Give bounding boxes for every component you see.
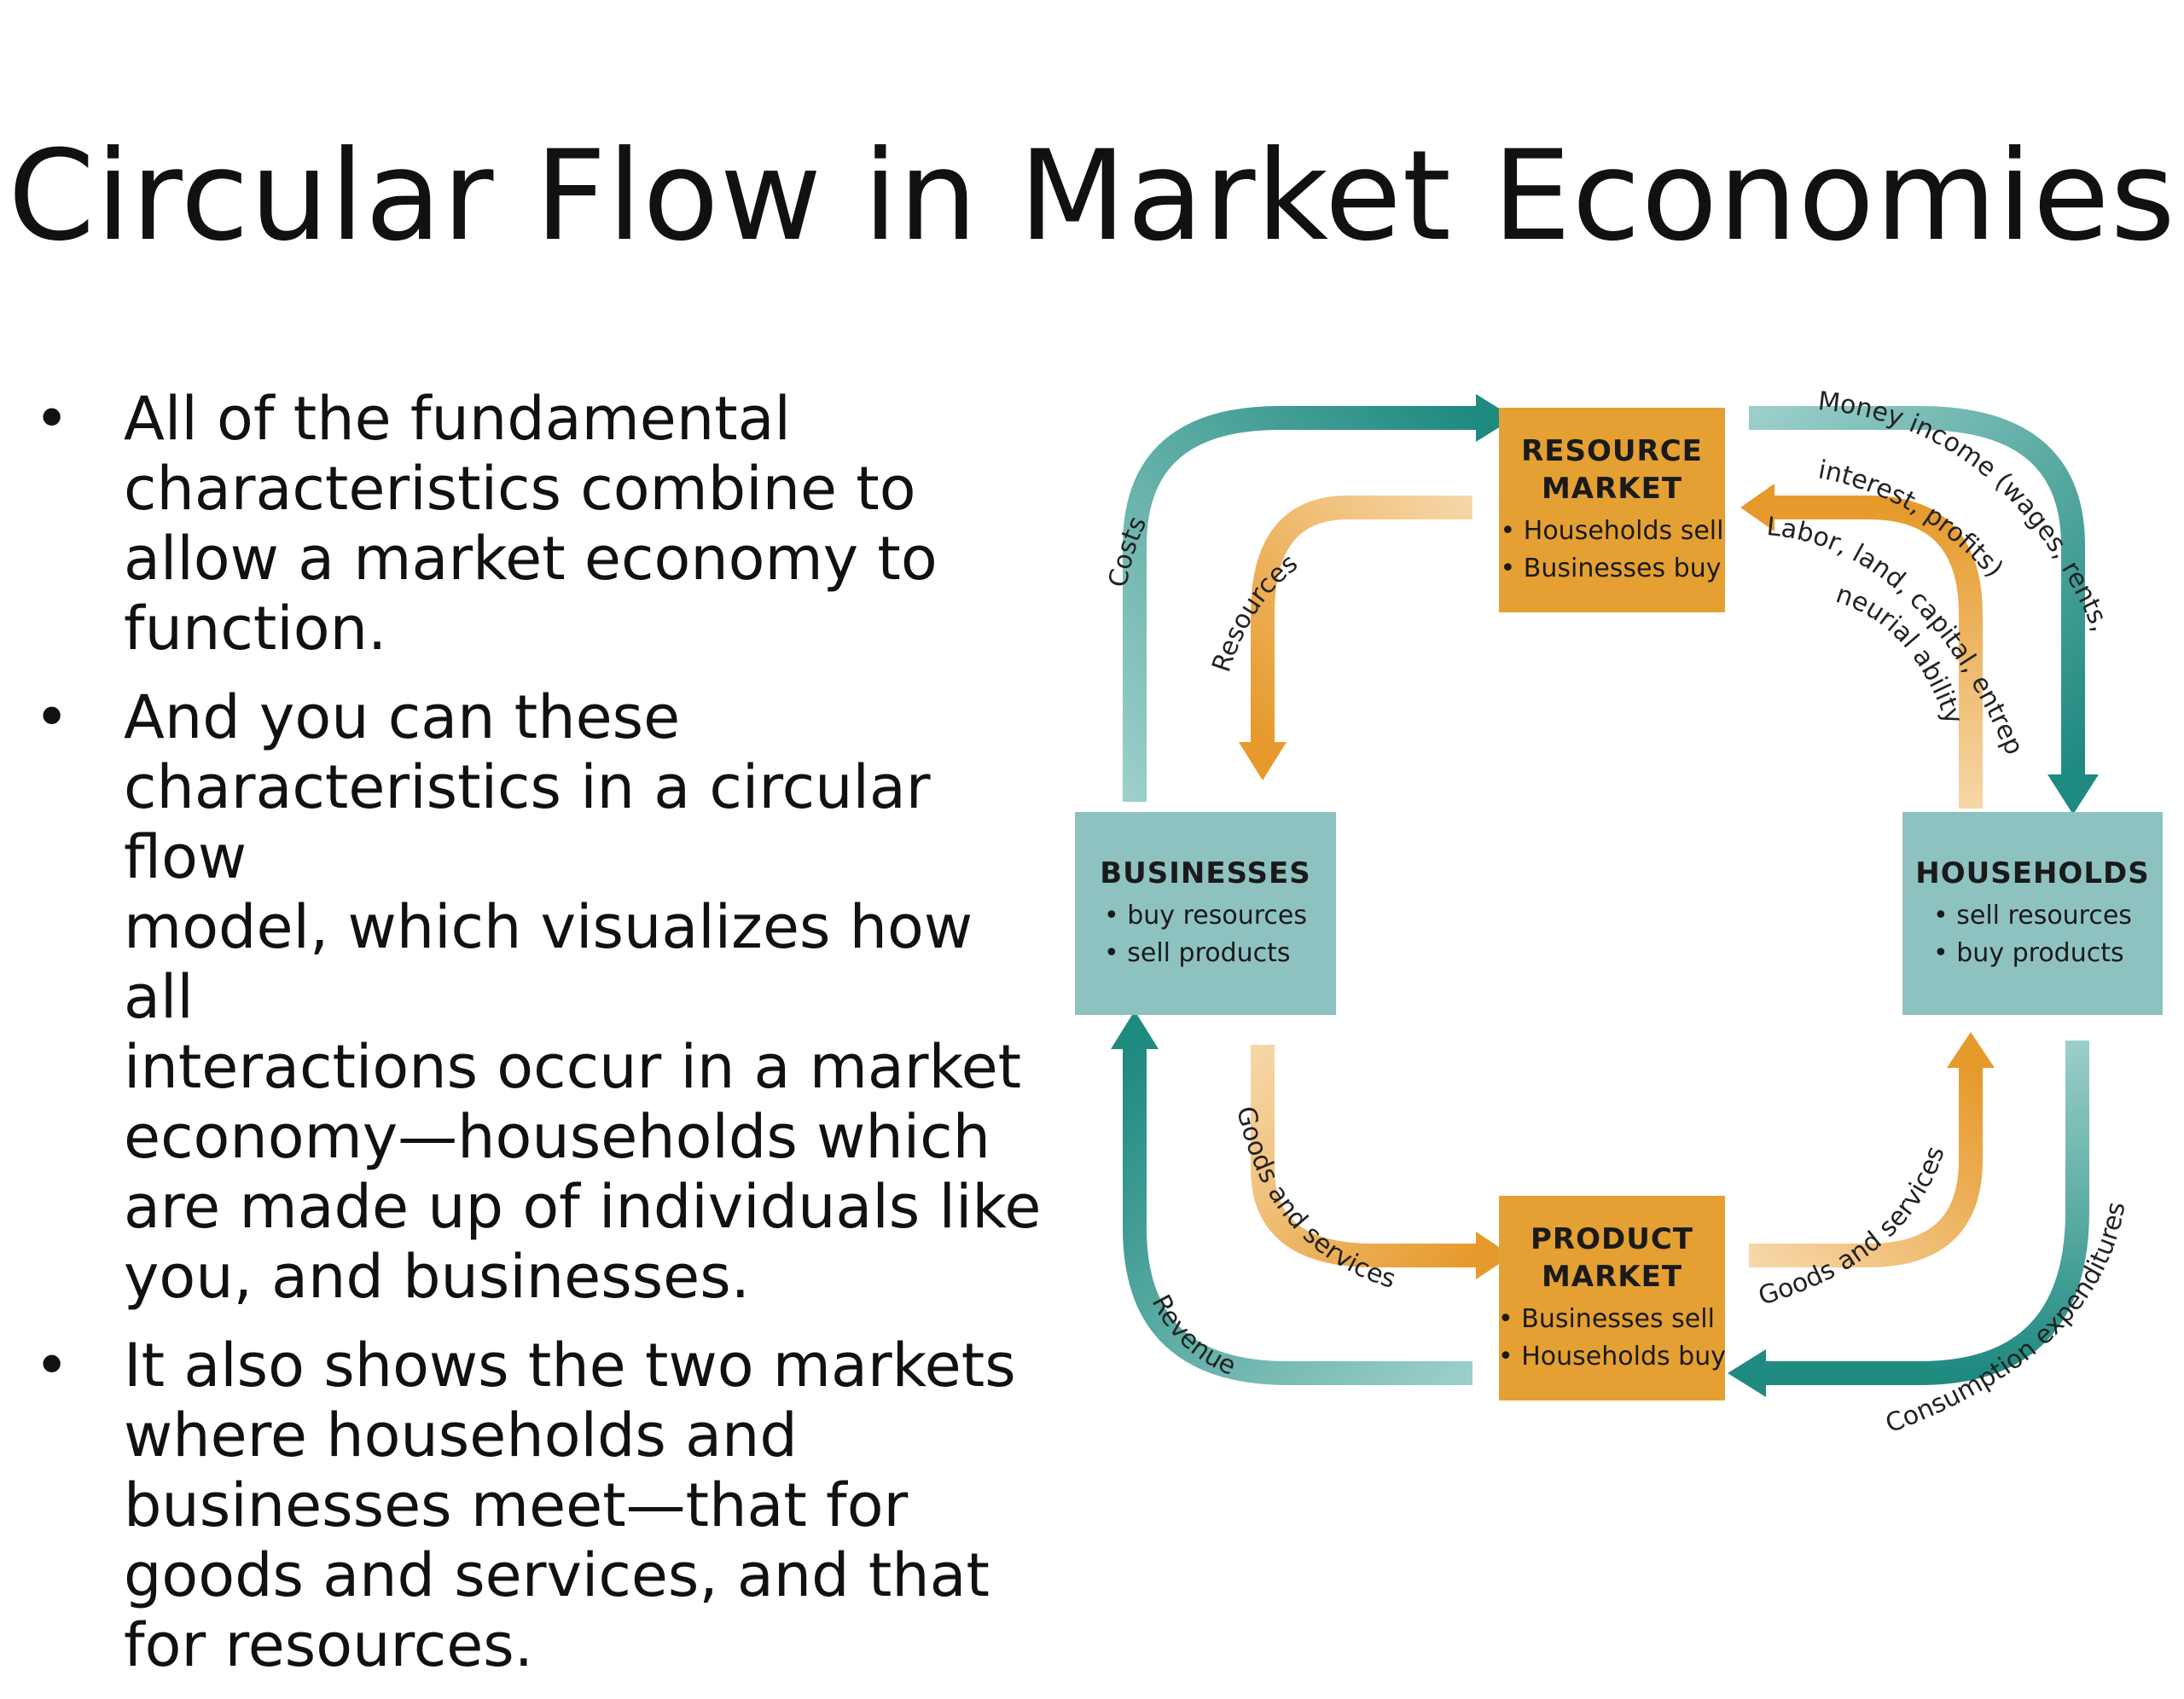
resource-market-item: • Households sell xyxy=(1500,516,1724,546)
product-market-title-line1: PRODUCT xyxy=(1531,1222,1693,1256)
slide-title: Circular Flow in Market Economies xyxy=(8,124,2176,269)
costs-arrowhead xyxy=(1476,394,1514,442)
goods-services-right-arrowhead xyxy=(1947,1032,1995,1068)
bullet-line: characteristics in a circular flow xyxy=(124,752,931,892)
resources-arrowhead xyxy=(1239,742,1287,780)
consumption-arrowhead xyxy=(1728,1349,1766,1397)
bullet-dot: • xyxy=(34,384,70,454)
businesses-title: BUSINESSES xyxy=(1100,856,1311,890)
bullet-item: • It also shows the two markets where ho… xyxy=(34,1331,1058,1680)
households-item: • buy products xyxy=(1933,938,2124,968)
bullet-line: are made up of individuals like xyxy=(124,1172,1042,1242)
resource-market-title-line1: RESOURCE xyxy=(1521,434,1703,468)
costs-arrow xyxy=(1135,418,1476,802)
bullet-line: interactions occur in a market xyxy=(124,1032,1022,1102)
bullet-line: And you can these xyxy=(124,682,681,752)
product-market-item: • Households buy xyxy=(1498,1342,1726,1371)
bullet-line: model, which visualizes how all xyxy=(124,892,973,1032)
product-market-box: PRODUCT MARKET • Businesses sell • House… xyxy=(1498,1196,1726,1400)
bullet-line: where households and xyxy=(124,1400,798,1470)
resource-market-title-line2: MARKET xyxy=(1541,472,1683,506)
resources-arrow xyxy=(1263,507,1472,742)
bullet-line: All of the fundamental xyxy=(124,384,791,454)
bullet-line: you, and businesses. xyxy=(124,1242,750,1312)
bullet-dot: • xyxy=(34,1331,70,1400)
bullet-line: for resources. xyxy=(124,1610,533,1680)
bullet-item: • All of the fundamental characteristics… xyxy=(34,384,1058,664)
businesses-item: • buy resources xyxy=(1104,901,1307,931)
businesses-items: • buy resources • sell products xyxy=(1104,897,1307,972)
circular-flow-diagram: Costs Resources Money income (wages, ren… xyxy=(1066,375,2175,1484)
bullet-line: It also shows the two markets xyxy=(124,1331,1016,1400)
businesses-item: • sell products xyxy=(1104,938,1291,968)
households-items: • sell resources • buy products xyxy=(1933,897,2132,972)
households-box: HOUSEHOLDS • sell resources • buy produc… xyxy=(1902,812,2163,1015)
goods-services-right-label: Goods and services xyxy=(1755,1143,1950,1312)
revenue-arrowhead xyxy=(1111,1011,1159,1049)
bullet-item: • And you can these characteristics in a… xyxy=(34,682,1058,1312)
product-market-items: • Businesses sell • Households buy xyxy=(1498,1301,1726,1376)
households-title: HOUSEHOLDS xyxy=(1915,856,2150,890)
product-market-item: • Businesses sell xyxy=(1498,1304,1715,1334)
bullet-line: businesses meet—that for xyxy=(124,1470,909,1540)
money-income-arrowhead xyxy=(2048,774,2099,815)
bullet-line: allow a market economy to xyxy=(124,524,938,594)
goods-services-left-arrowhead xyxy=(1476,1232,1512,1279)
bullet-line: economy—households which xyxy=(124,1102,990,1172)
product-market-title-line2: MARKET xyxy=(1541,1260,1683,1294)
bullet-dot: • xyxy=(34,682,70,752)
bullet-line: characteristics combine to xyxy=(124,454,916,524)
bullet-line: goods and services, and that xyxy=(124,1540,990,1610)
resource-market-item: • Businesses buy xyxy=(1500,554,1722,583)
resource-market-items: • Households sell • Businesses buy xyxy=(1501,513,1724,588)
labor-arrowhead xyxy=(1740,484,1774,531)
slide: Circular Flow in Market Economies • All … xyxy=(8,124,2176,1680)
resource-market-box: RESOURCE MARKET • Households sell • Busi… xyxy=(1499,408,1725,612)
businesses-box: BUSINESSES • buy resources • sell produc… xyxy=(1075,812,1336,1015)
households-item: • sell resources xyxy=(1933,901,2132,931)
bullet-list: • All of the fundamental characteristics… xyxy=(34,384,1058,1699)
bullet-line: function. xyxy=(124,594,387,664)
